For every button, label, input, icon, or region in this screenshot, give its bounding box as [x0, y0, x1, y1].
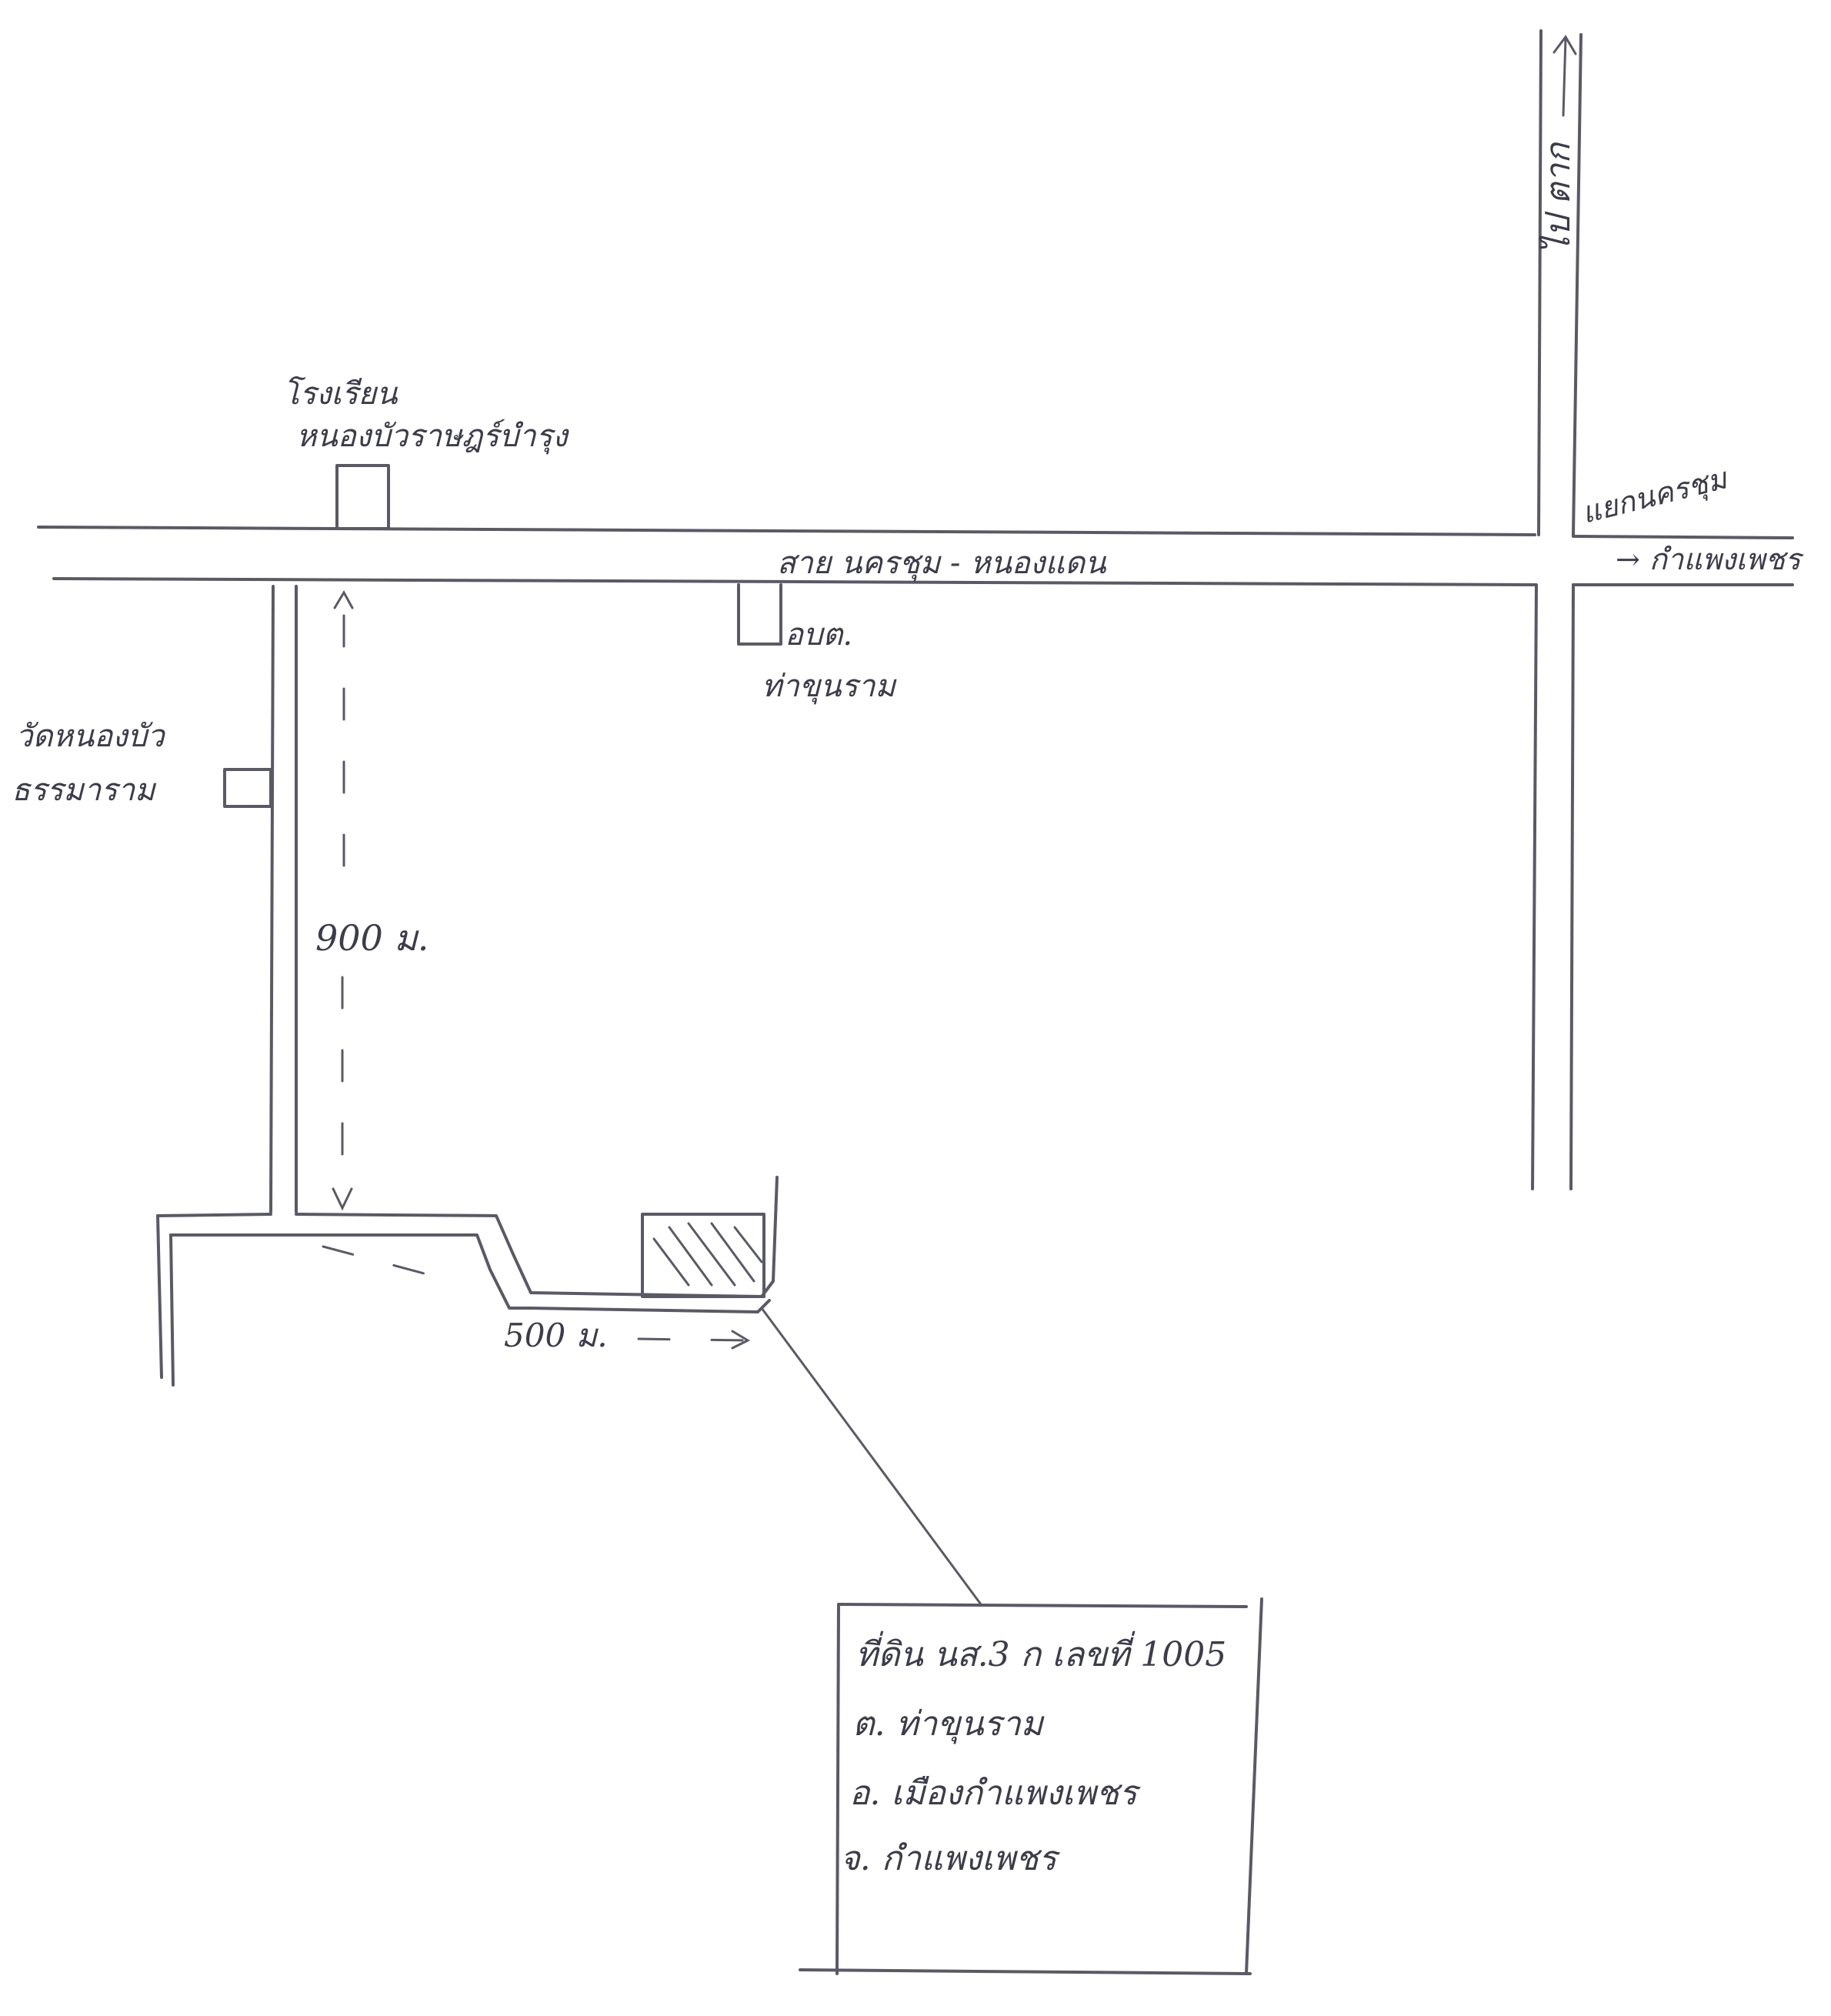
temple-building-icon — [223, 768, 272, 808]
intersection-label: แยกนครชุม — [1579, 461, 1732, 531]
highway-to-tak — [1531, 29, 1583, 1190]
side-road-west-edge — [269, 585, 275, 1213]
highway-west-edge-north — [1537, 29, 1543, 536]
hatch-line — [710, 1222, 755, 1283]
access-road-north-edge — [295, 1176, 779, 1298]
sao-label: อบต. — [785, 617, 852, 653]
access-road-south-edge — [169, 1233, 771, 1313]
horizontal-dash-right — [637, 1337, 748, 1342]
info-box-left — [835, 1603, 840, 1975]
main-road — [37, 526, 1794, 586]
arrow-up-icon — [333, 589, 354, 609]
land-parcel-boundary — [641, 1213, 765, 1298]
access-road-west-inner — [169, 1233, 175, 1387]
hatch-line — [733, 1226, 763, 1263]
school-label: โรงเรียน — [283, 375, 399, 412]
distance-horizontal-label: 500 ม. — [504, 1317, 608, 1354]
to-city-label: → กำแพงเพชร — [1616, 542, 1804, 576]
parcel-info-line2: ต. ท่าขุนราม — [852, 1704, 1045, 1744]
hatch-line — [668, 1226, 713, 1287]
info-box-top — [837, 1603, 1248, 1608]
hatch-line — [652, 1237, 690, 1287]
arrow-down-icon — [332, 1187, 353, 1211]
land-parcel — [641, 1213, 765, 1298]
horizontal-dash-left — [322, 1245, 463, 1285]
parcel-leader-line — [760, 1307, 982, 1606]
school-building-icon — [335, 464, 390, 530]
hatch-line — [687, 1222, 736, 1287]
parcel-info-line1: ที่ดิน นส.3 ก เลขที่ 1005 — [855, 1630, 1226, 1674]
main-road-label: สาย นครชุม - หนองแดน — [777, 546, 1107, 582]
access-road-north-edge-west — [156, 1213, 272, 1217]
school-name-label: หนองบัวราษฎร์บำรุง — [296, 419, 569, 455]
main-road-south-edge — [52, 577, 1536, 586]
horizontal-distance-marker — [322, 1245, 751, 1350]
north-road-label: ไป ตาก — [1539, 142, 1578, 254]
parcel-info-box — [799, 1597, 1263, 1975]
sao-building-icon — [737, 583, 782, 646]
info-box-right — [1245, 1597, 1263, 1975]
highway-east-edge-south — [1569, 583, 1575, 1190]
temple-label-line1: วัดหนองบัว — [15, 719, 166, 754]
info-box-bottom — [799, 1968, 1252, 1975]
vertical-distance-marker — [332, 589, 354, 1211]
north-arrow-icon — [1553, 35, 1577, 117]
main-road-north-edge-east — [1572, 535, 1794, 539]
sao-area-label: ท่าขุนราม — [762, 669, 897, 705]
temple-label-line2: ธรรมาราม — [12, 773, 157, 808]
access-road-west-outer — [156, 1214, 163, 1379]
parcel-info-line4: จ. กำแพงเพชร — [840, 1839, 1061, 1878]
highway-east-edge-north — [1572, 33, 1583, 536]
parcel-info-line3: อ. เมืองกำแพงเพชร — [849, 1774, 1141, 1813]
main-road-north-edge — [37, 526, 1536, 536]
highway-west-edge-south — [1531, 583, 1538, 1190]
arrow-right-icon — [731, 1330, 751, 1350]
side-road — [156, 585, 779, 1387]
distance-vertical-label: 900 ม. — [315, 917, 429, 959]
